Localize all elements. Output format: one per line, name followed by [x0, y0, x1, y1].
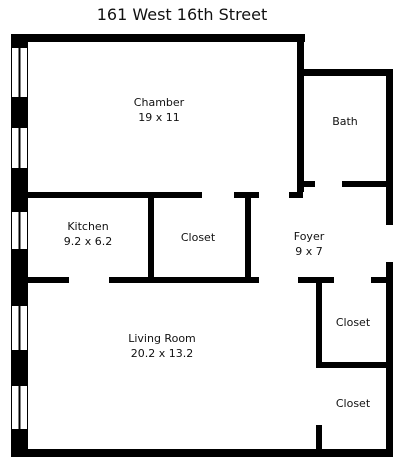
right-closets-divider — [316, 362, 393, 368]
right-wall-lower — [386, 262, 393, 457]
bottom-wall — [11, 449, 393, 457]
chamber-dims: 19 x 11 — [138, 111, 180, 124]
kitchen-name: Kitchen — [67, 220, 108, 233]
window — [12, 212, 27, 249]
window — [12, 386, 27, 429]
closet-right-wall — [245, 192, 251, 280]
foyer-name: Foyer — [294, 230, 325, 243]
bath-bottom-wall-right — [342, 181, 393, 187]
kitchen-bottom-wall-left — [11, 277, 69, 283]
right-closets-left-wall-upper — [316, 277, 322, 363]
bath-name: Bath — [332, 115, 358, 128]
kitchen-closet-divider — [148, 192, 154, 280]
bath-top-wall — [297, 69, 393, 76]
window — [12, 128, 27, 168]
closet-right-lower-name: Closet — [336, 397, 371, 410]
chamber-right-wall — [297, 34, 304, 192]
right-closets-left-wall-lower — [316, 425, 322, 457]
chamber-bottom-wall-left — [11, 192, 202, 198]
bath-bottom-wall-left — [297, 181, 315, 187]
right-closets-top-wall-right — [371, 277, 393, 283]
plan-title: 161 West 16th Street — [97, 5, 268, 24]
window — [12, 306, 27, 350]
kitchen-bottom-wall-right — [109, 277, 259, 283]
closet-right-upper-name: Closet — [336, 316, 371, 329]
top-wall — [11, 34, 305, 42]
chamber-bottom-wall-right — [289, 192, 303, 198]
closet-center-name: Closet — [181, 231, 216, 244]
living-room-dims: 20.2 x 13.2 — [131, 347, 194, 360]
room-labels: Chamber 19 x 11 Bath Kitchen 9.2 x 6.2 C… — [64, 96, 371, 410]
foyer-dims: 9 x 7 — [295, 245, 323, 258]
window — [12, 48, 27, 97]
windows — [12, 48, 27, 429]
living-room-name: Living Room — [128, 332, 196, 345]
chamber-name: Chamber — [134, 96, 185, 109]
right-wall-upper — [386, 69, 393, 225]
kitchen-dims: 9.2 x 6.2 — [64, 235, 113, 248]
